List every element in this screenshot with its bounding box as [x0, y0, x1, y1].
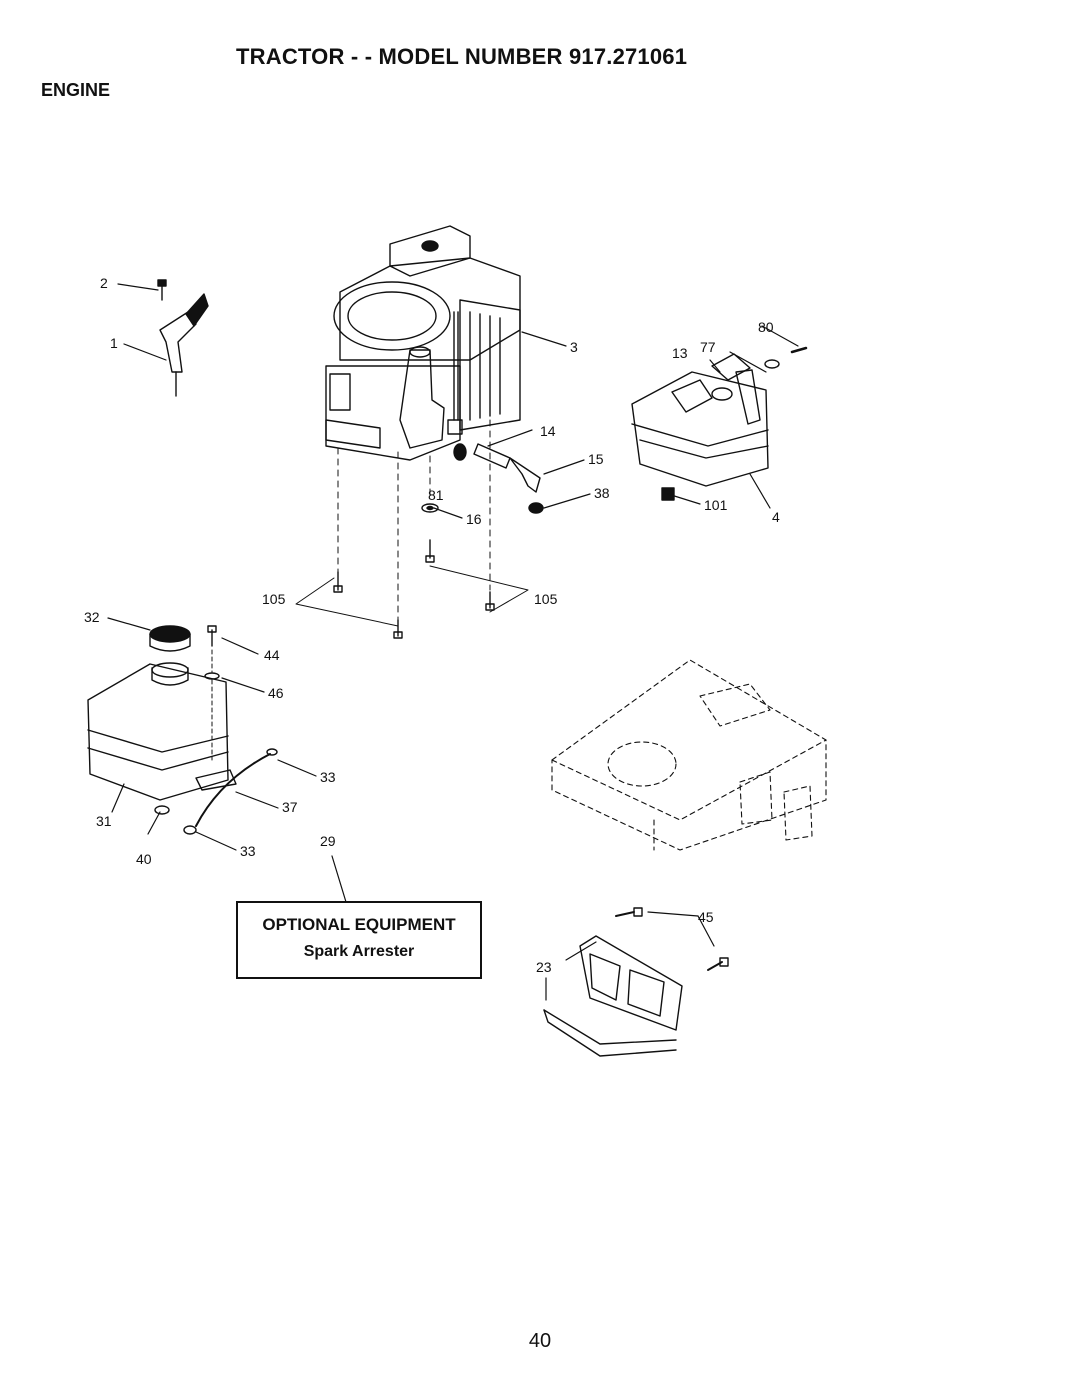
chassis-frame	[551, 659, 827, 851]
callout-105-right: 105	[534, 591, 558, 607]
callout-77: 77	[700, 339, 716, 355]
throttle-control-assembly	[157, 279, 209, 397]
callout-3: 3	[570, 339, 578, 355]
callout-32: 32	[84, 609, 100, 625]
callout-labels: 2 1 3 80 77 13 14 15 81 38 16 101 4 105 …	[84, 275, 780, 975]
callout-44: 44	[264, 647, 280, 663]
spark-arrester-assembly	[543, 907, 729, 1057]
callout-31: 31	[96, 813, 112, 829]
engine-assembly	[325, 225, 521, 461]
callout-105-left: 105	[262, 591, 286, 607]
mounting-guide-lines	[337, 419, 491, 621]
callout-2: 2	[100, 275, 108, 291]
bolt-group-lines	[295, 565, 529, 627]
callout-29: 29	[320, 833, 336, 849]
callout-4: 4	[772, 509, 780, 525]
callout-80: 80	[758, 319, 774, 335]
section-heading: ENGINE	[41, 80, 111, 100]
callout-101: 101	[704, 497, 728, 513]
callout-81: 81	[428, 487, 444, 503]
callout-23: 23	[536, 959, 552, 975]
callout-38: 38	[594, 485, 610, 501]
bolt-parts	[333, 503, 495, 639]
callout-15: 15	[588, 451, 604, 467]
leader-lines	[107, 283, 799, 1001]
callout-14: 14	[540, 423, 556, 439]
spark-arrester-label: Spark Arrester	[303, 943, 415, 960]
page-title: TRACTOR - - MODEL NUMBER 917.271061	[236, 44, 688, 69]
callout-33-lower: 33	[240, 843, 256, 859]
callout-37: 37	[282, 799, 298, 815]
fuel-tank-assembly	[87, 625, 278, 835]
page-number: 40	[528, 1330, 552, 1352]
callout-16: 16	[466, 511, 482, 527]
optional-equipment-heading: OPTIONAL EQUIPMENT	[262, 915, 456, 934]
callout-13: 13	[672, 345, 688, 361]
optional-equipment-box: OPTIONAL EQUIPMENT Spark Arrester	[236, 901, 482, 979]
fuel-fittings	[447, 419, 544, 514]
callout-46: 46	[268, 685, 284, 701]
callout-1: 1	[110, 335, 118, 351]
callout-45: 45	[698, 909, 714, 925]
callout-40: 40	[136, 851, 152, 867]
muffler-assembly	[631, 346, 808, 501]
callout-33-upper: 33	[320, 769, 336, 785]
